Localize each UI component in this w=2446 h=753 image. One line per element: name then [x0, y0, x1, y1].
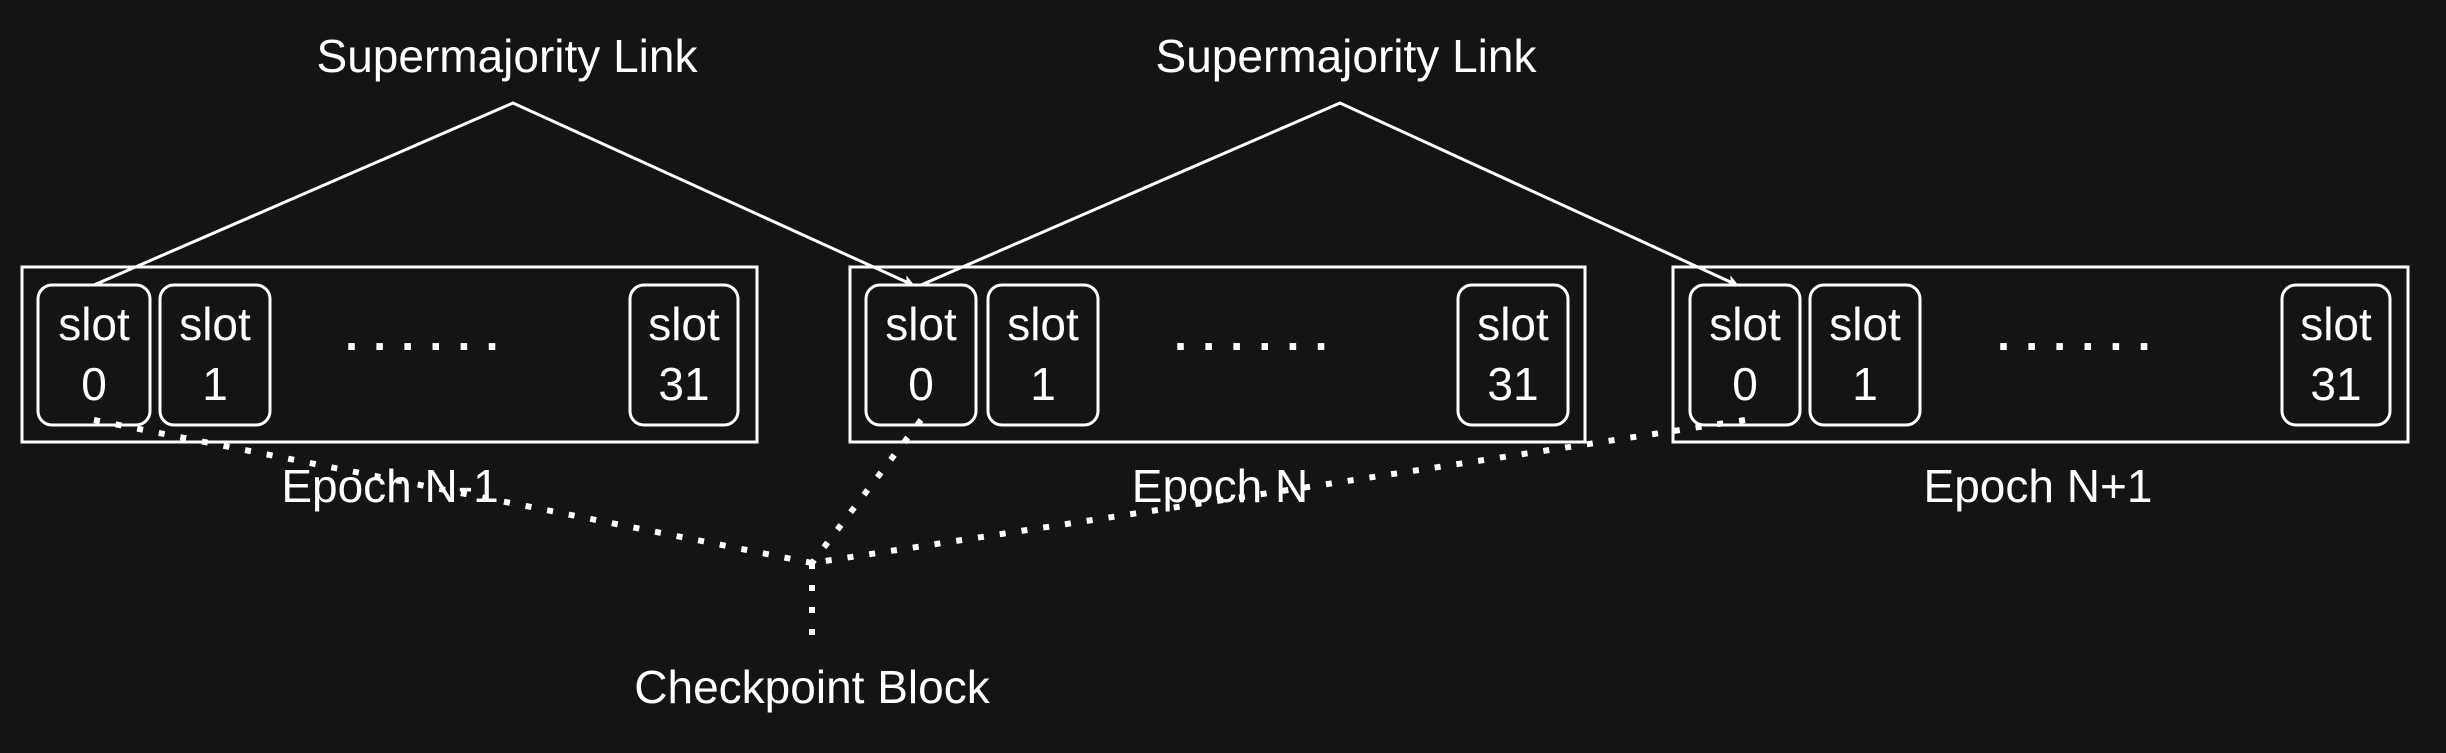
epoch-label: Epoch N+1: [1924, 460, 2153, 512]
slot-box-1: slot 1: [1808, 283, 1922, 427]
epoch-box: [20, 265, 759, 444]
supermajority-link-2: Supermajority Link: [920, 30, 1739, 287]
slot-number: 0: [908, 358, 934, 410]
slot-number: 0: [81, 358, 107, 410]
link-label: Supermajority Link: [1156, 30, 1538, 82]
epoch-group-n-plus-1: slot 0 slot 1 · · · · · · slot 31 Epoch …: [1671, 265, 2410, 512]
epoch-box: [1671, 265, 2410, 444]
slot-box-0: slot 0: [864, 283, 978, 427]
checkpoint-connector-epoch-n-plus-1: [811, 417, 1746, 566]
checkpoint-label: Checkpoint Block: [634, 661, 990, 713]
link-label: Supermajority Link: [317, 30, 699, 82]
slot-number: 31: [1487, 358, 1538, 410]
slot-box-1: slot 1: [158, 283, 272, 427]
slot-box-31: slot 31: [2280, 283, 2392, 427]
link-arrow: [920, 101, 1739, 287]
epoch-label: Epoch N-1: [281, 460, 498, 512]
slot-ellipsis: · · · · · ·: [1174, 320, 1330, 372]
epoch-group-n-minus-1: slot 0 slot 1 · · · · · · slot 31 Epoch …: [20, 265, 759, 512]
slot-number: 0: [1732, 358, 1758, 410]
slot-word: slot: [1709, 298, 1781, 350]
epoch-label: Epoch N: [1132, 460, 1308, 512]
slot-number: 1: [202, 358, 228, 410]
slot-number: 31: [2310, 358, 2361, 410]
slot-word: slot: [885, 298, 957, 350]
slot-word: slot: [648, 298, 720, 350]
slot-word: slot: [2300, 298, 2372, 350]
slot-number: 31: [658, 358, 709, 410]
checkpoint-connectors: [93, 417, 1746, 640]
slot-word: slot: [58, 298, 130, 350]
checkpoint-connector-epoch-n: [809, 418, 924, 565]
slot-number: 1: [1852, 358, 1878, 410]
link-arrow: [93, 101, 915, 287]
slot-word: slot: [179, 298, 251, 350]
slot-box-0: slot 0: [1688, 283, 1802, 427]
epoch-group-n: slot 0 slot 1 · · · · · · slot 31 Epoch …: [848, 265, 1587, 512]
slot-box-1: slot 1: [986, 283, 1100, 427]
slot-number: 1: [1030, 358, 1056, 410]
slot-word: slot: [1477, 298, 1549, 350]
supermajority-link-1: Supermajority Link: [93, 30, 915, 287]
slot-word: slot: [1007, 298, 1079, 350]
slot-box-31: slot 31: [1456, 283, 1570, 427]
slot-word: slot: [1829, 298, 1901, 350]
slot-ellipsis: · · · · · ·: [1997, 320, 2153, 372]
epoch-box: [848, 265, 1587, 444]
slot-box-0: slot 0: [36, 283, 152, 427]
slot-box-31: slot 31: [628, 283, 740, 427]
slot-ellipsis: · · · · · ·: [345, 320, 501, 372]
